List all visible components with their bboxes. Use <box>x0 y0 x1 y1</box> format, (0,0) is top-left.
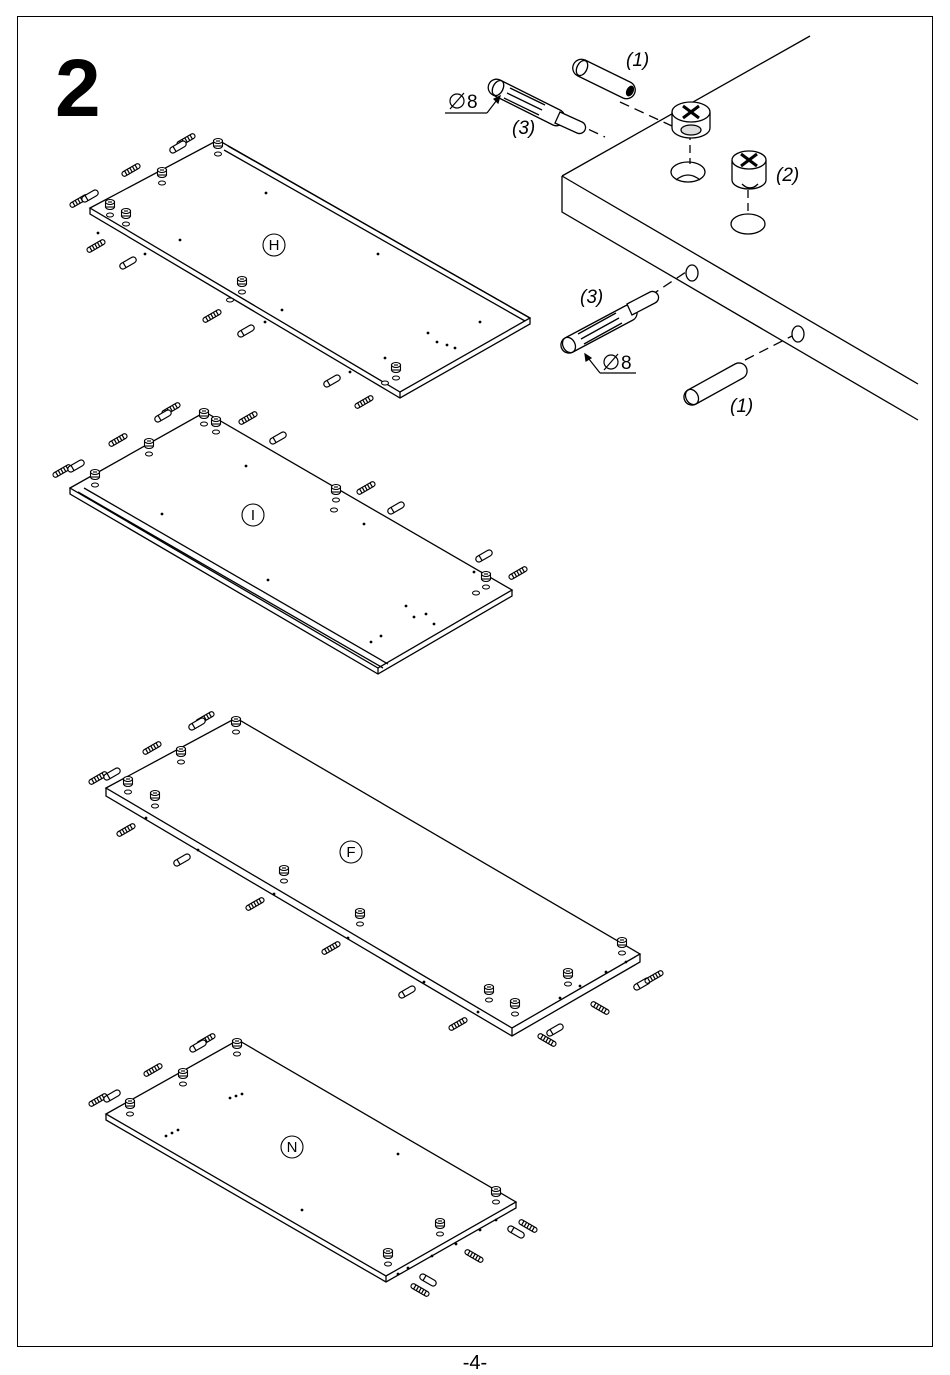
panel-n-marker: N <box>281 1136 303 1158</box>
panel-label-i: I <box>251 507 255 524</box>
cam-lock-part <box>732 151 766 189</box>
panel-f <box>106 718 640 1036</box>
part-label-cam-lock: (2) <box>776 165 799 186</box>
panel-f-marker: F <box>340 841 362 863</box>
panel-n <box>106 1040 516 1282</box>
panel-h-marker: H <box>263 234 285 256</box>
panel-label-h: H <box>269 237 280 254</box>
page-number: -4- <box>0 1352 950 1375</box>
part-label-dowel-upper: (3) <box>512 118 535 139</box>
dowel-upper <box>488 79 585 134</box>
part-label-dowel-lower: (3) <box>580 287 603 308</box>
diameter-label-upper: 8 <box>467 92 478 113</box>
panel-i <box>70 412 512 674</box>
panel-label-n: N <box>287 1139 298 1156</box>
panel-label-f: F <box>346 844 355 861</box>
part-label-cam-bolt-lower: (1) <box>730 396 753 417</box>
panel-i-marker: I <box>242 504 264 526</box>
part-label-cam-bolt-upper: (1) <box>626 50 649 71</box>
diameter-label-lower: 8 <box>621 353 632 374</box>
panel-h <box>90 140 530 398</box>
cam-lock-installed <box>672 102 710 138</box>
dowel-lower <box>560 291 659 354</box>
